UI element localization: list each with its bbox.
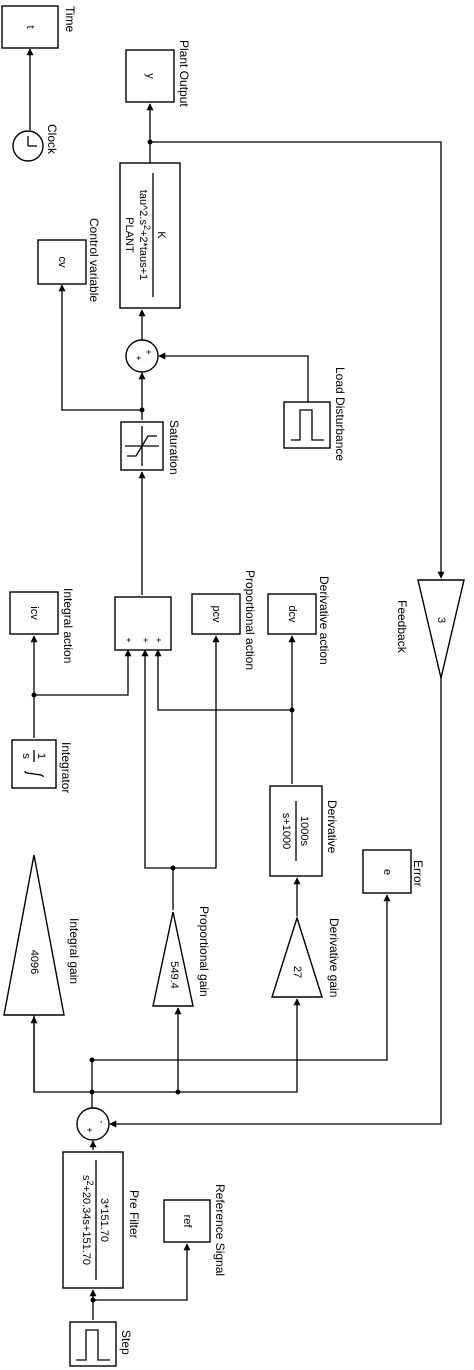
- step-block[interactable]: [69, 1321, 117, 1367]
- reference-signal-block[interactable]: ref: [163, 1199, 211, 1243]
- wire-disturbance-sum: [158, 352, 309, 402]
- integrator-numerator: 1: [35, 753, 47, 759]
- pre-filter-denominator: s2+20.34s+151.70: [80, 1175, 95, 1265]
- control-variable-block[interactable]: cv: [37, 239, 87, 285]
- integrator-denominator: s: [20, 753, 32, 759]
- error-block[interactable]: e: [362, 849, 412, 894]
- saturation-curve-icon: [127, 435, 157, 457]
- wire-derivative-sum: [154, 649, 292, 711]
- branch-point-integral: [31, 692, 37, 698]
- wire-error-dgain: [178, 998, 301, 1093]
- integral-action-text: icv: [28, 606, 40, 620]
- branch-point-step: [90, 1297, 96, 1303]
- error-sum-sign-2: -: [97, 1121, 107, 1124]
- step-signal-icon: [291, 409, 324, 441]
- integral-gain-label: Integral gain: [67, 918, 81, 984]
- pid-sum-sign-3: +: [154, 637, 164, 642]
- derivative-action-text: dcv: [286, 605, 298, 623]
- derivative-gain-block[interactable]: 27: [271, 915, 323, 998]
- integrator-block[interactable]: 1 s: [11, 739, 57, 789]
- control-variable-label: Control variable: [87, 218, 101, 302]
- branch-point-derivative: [289, 707, 295, 713]
- proportional-action-text: pcv: [210, 605, 222, 623]
- wire-step-ref: [93, 1243, 191, 1301]
- feedback-text: 3: [435, 617, 447, 623]
- plant-label: PLANT: [123, 217, 135, 253]
- derivative-numerator: 1000s: [298, 816, 310, 846]
- branch-point-error-b: [89, 1057, 95, 1063]
- branch-point-output: [147, 139, 153, 145]
- wire-proportional-sum: [141, 649, 173, 869]
- integrator-label: Integrator: [59, 742, 73, 793]
- proportional-gain-label: Proportional gain: [197, 906, 211, 997]
- pid-sum-block[interactable]: + + +: [114, 596, 172, 651]
- plant-denominator: tau^2.s2+2*taus+1: [137, 190, 152, 280]
- step-label: Step: [119, 1330, 133, 1355]
- proportional-gain-text: 549.4: [168, 961, 180, 989]
- derivative-denominator: s+1000: [280, 813, 292, 849]
- wire-integrator-sum: [34, 649, 132, 696]
- feedback-label: Feedback: [395, 600, 409, 654]
- error-text: e: [381, 869, 393, 875]
- branch-point-error-c: [175, 1089, 181, 1095]
- step-icon: [76, 1329, 110, 1361]
- load-disturbance-label: Load Disturbance: [333, 367, 347, 461]
- integral-sign-icon: [24, 770, 44, 778]
- wire-output-feedback: [150, 141, 445, 579]
- proportional-gain-block[interactable]: 549.4: [152, 911, 194, 1007]
- plant-output-text: y: [144, 73, 156, 79]
- wire-distribution-left: [33, 1015, 92, 1093]
- wire-control-variable: [58, 284, 142, 411]
- branch-point-proportional: [170, 865, 176, 871]
- plant-output-label: Plant Output: [177, 40, 191, 107]
- clock-block[interactable]: [12, 130, 44, 162]
- derivative-label: Derivative: [325, 800, 339, 854]
- wire-proportional-pcv: [172, 635, 220, 910]
- time-block-text: t: [24, 25, 36, 28]
- plant-block[interactable]: K tau^2.s2+2*taus+1 PLANT: [119, 162, 181, 309]
- wire-error-display: [92, 894, 391, 1061]
- time-label: Time: [63, 6, 77, 33]
- plant-output-block[interactable]: y: [125, 49, 175, 103]
- reference-signal-text: ref: [181, 1215, 193, 1229]
- plant-numerator: K: [155, 231, 167, 239]
- error-label: Error: [411, 860, 425, 887]
- load-disturbance-block[interactable]: [283, 401, 331, 449]
- derivative-action-label: Derivative action: [317, 576, 331, 665]
- clock-label: Clock: [45, 124, 59, 155]
- load-sum-sign-1: +: [134, 355, 144, 360]
- time-block[interactable]: t: [1, 5, 59, 49]
- signal-lines: [26, 48, 445, 1320]
- error-sum-block[interactable]: + -: [76, 1107, 110, 1141]
- integral-action-label: Integral action: [61, 588, 75, 663]
- wire-error-pgain: [92, 1007, 182, 1093]
- derivative-gain-text: 27: [291, 966, 303, 978]
- pre-filter-block[interactable]: 3*151.70 s2+20.34s+151.70: [62, 1151, 124, 1289]
- derivative-block[interactable]: 1000s s+1000: [269, 785, 323, 877]
- error-sum-sign-1: +: [85, 1127, 95, 1132]
- load-sum-block[interactable]: + +: [125, 339, 159, 373]
- pre-filter-numerator: 3*151.70: [98, 1198, 110, 1242]
- feedback-block[interactable]: 3: [417, 579, 465, 679]
- pre-filter-label: Pre Filter: [127, 1190, 141, 1239]
- derivative-action-block[interactable]: dcv: [267, 593, 317, 635]
- branch-point-error-a: [89, 1089, 95, 1095]
- integral-gain-text: 4096: [28, 950, 40, 974]
- branch-point-cv: [139, 407, 145, 413]
- control-variable-text: cv: [56, 257, 68, 269]
- load-sum-sign-2: +: [144, 349, 154, 354]
- saturation-label: Saturation: [167, 420, 181, 475]
- integral-gain-block[interactable]: 4096: [3, 854, 65, 1016]
- pid-sum-sign-2: +: [141, 637, 151, 642]
- proportional-action-label: Proportional action: [243, 570, 257, 670]
- saturation-block[interactable]: [120, 421, 164, 471]
- reference-signal-label: Reference Signal: [213, 1184, 227, 1276]
- wire-feedback-sum: [109, 678, 442, 1128]
- integral-action-block[interactable]: icv: [9, 591, 59, 635]
- proportional-action-block[interactable]: pcv: [191, 593, 241, 635]
- derivative-gain-label: Derivative gain: [327, 918, 341, 997]
- pid-sum-sign-1: +: [124, 637, 134, 642]
